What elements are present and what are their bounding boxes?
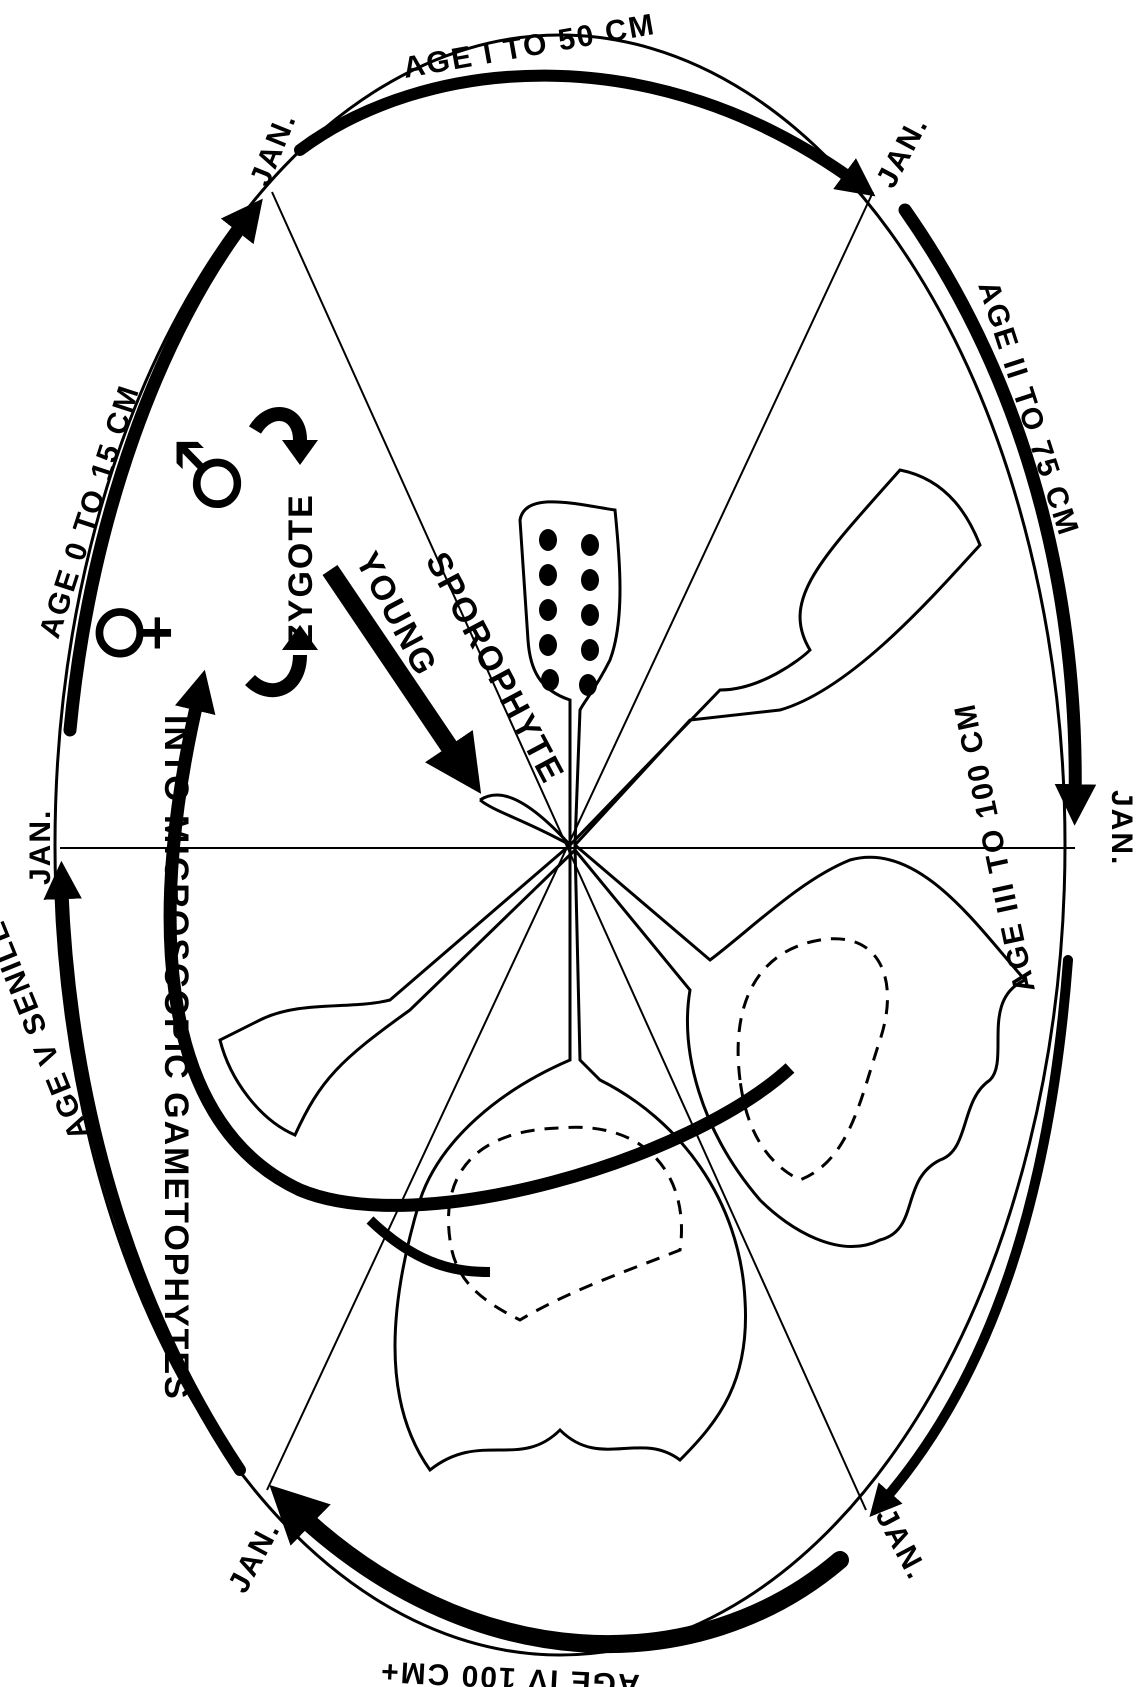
jan-label-left: JAN. xyxy=(24,809,57,885)
blade-lower xyxy=(395,845,746,1470)
female-symbol: ♀ xyxy=(78,601,181,665)
gametophyte-arc-tail xyxy=(370,1220,490,1272)
blade-left xyxy=(220,845,575,1135)
age-1-arrow xyxy=(300,76,860,185)
male-to-zygote-arrow-icon xyxy=(255,414,300,440)
female-to-zygote-arrow-icon xyxy=(250,655,300,690)
tiny-sporophyte xyxy=(480,795,570,845)
young-blade xyxy=(520,502,620,845)
jan-label-right: JAN. xyxy=(1105,790,1136,866)
jan-label-bottom-left: JAN. xyxy=(222,1515,287,1598)
jan-label-top-right: JAN. xyxy=(870,110,935,193)
year-divider-lines xyxy=(60,192,1075,1510)
age-2-label: AGE II TO 75 CM xyxy=(971,277,1085,540)
age-5-label: AGE V SENILE? xyxy=(0,897,96,1145)
jan-label-bottom-right: JAN. xyxy=(869,1503,934,1586)
age-3-arrow xyxy=(880,960,1068,1505)
zygote-label: ZYGOTE xyxy=(282,493,320,645)
gametophytes-label: INTO MICROSCOPIC GAMETOPHYTES xyxy=(157,715,195,1401)
blade-lower-right xyxy=(575,845,1025,1246)
male-to-zygote-arrowhead-icon xyxy=(282,440,318,465)
blade-upper-right xyxy=(570,470,980,845)
sori-dots xyxy=(539,529,599,696)
age-4-label: AGE IV 100 CM+ xyxy=(378,1654,640,1687)
age-5-arrow xyxy=(62,880,240,1470)
age-4-arrow xyxy=(290,1505,840,1644)
male-symbol: ♂ xyxy=(158,436,261,515)
